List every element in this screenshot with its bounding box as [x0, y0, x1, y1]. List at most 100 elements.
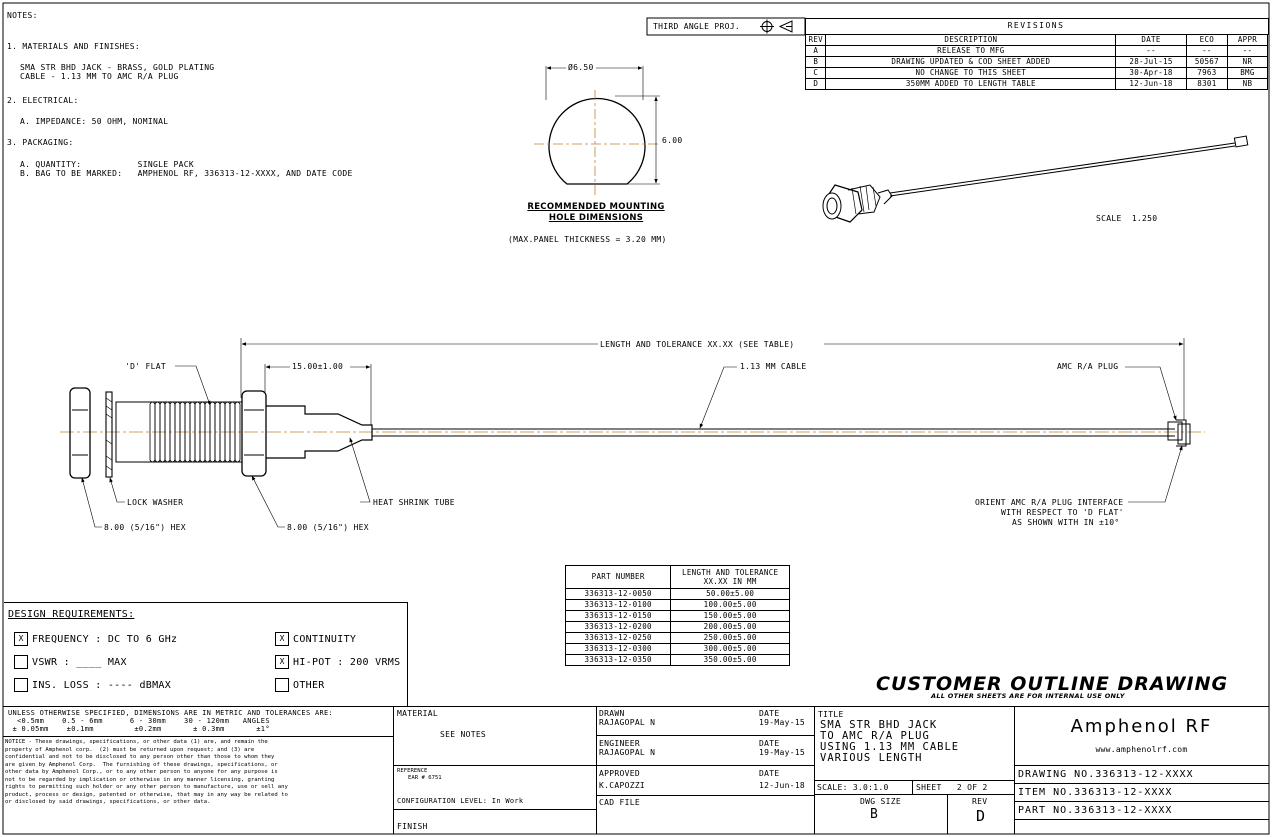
ins-loss-checkbox[interactable]: [14, 678, 28, 692]
engineer-name: RAJAGOPAL N: [599, 748, 656, 757]
company-name: Amphenol RF: [1070, 716, 1213, 737]
rev-value: D: [976, 807, 986, 825]
approved-label: APPROVED: [599, 769, 640, 778]
reference-label: REFERENCE: [397, 768, 428, 774]
cad-file-label: CAD FILE: [599, 798, 640, 807]
vswr-label: VSWR : ____ MAX: [32, 657, 127, 668]
part-table-cell: 336313-12-0250: [564, 632, 672, 644]
notes-heading: NOTES:: [7, 11, 38, 20]
part-table-cell: 336313-12-0100: [564, 599, 672, 611]
part-table-cell: 350.00±5.00: [670, 654, 790, 666]
projection-label: THIRD ANGLE PROJ.: [653, 22, 740, 31]
part-number-table: PART NUMBER LENGTH AND TOLERANCE XX.XX I…: [564, 565, 790, 666]
note-3: 3. PACKAGING:: [7, 138, 74, 147]
drawing-number: DRAWING NO.336313-12-XXXX: [1018, 769, 1194, 780]
continuity-checkbox[interactable]: X: [275, 632, 289, 646]
mount-title-2: HOLE DIMENSIONS: [548, 213, 644, 223]
plug-label: AMC R/A PLUG: [1057, 362, 1119, 371]
hipot-label: HI-POT : 200 VRMS: [293, 657, 401, 668]
title-line: SMA STR BHD JACK: [820, 719, 938, 731]
revisions-cell: --: [1185, 45, 1228, 57]
part-table-cell: 336313-12-0150: [564, 610, 672, 622]
material-value: SEE NOTES: [440, 730, 487, 739]
company-website[interactable]: www.amphenolrf.com: [1095, 745, 1188, 754]
revisions-cell: APPR: [1226, 34, 1269, 46]
customer-outline-sub: ALL OTHER SHEETS ARE FOR INTERNAL USE ON…: [931, 692, 1125, 700]
hex-2-label: 8.00 (5/16") HEX: [287, 523, 369, 532]
part-table-cell: 336313-12-0200: [564, 621, 672, 633]
notice-line: other data by Amphenol Corp., or to any …: [5, 769, 278, 775]
mount-height-label: 6.00: [662, 136, 683, 145]
material-label: MATERIAL: [397, 709, 438, 718]
note-1a: SMA STR BHD JACK - BRASS, GOLD PLATING: [20, 63, 215, 72]
revisions-cell: NB: [1226, 78, 1269, 90]
third-angle-symbol: [760, 19, 793, 34]
revisions-cell: DRAWING UPDATED & COD SHEET ADDED: [825, 56, 1117, 68]
customer-outline-title: CUSTOMER OUTLINE DRAWING: [876, 673, 1229, 695]
other-checkbox[interactable]: [275, 678, 289, 692]
part-table-cell: 200.00±5.00: [670, 621, 790, 633]
revisions-cell: 8301: [1185, 78, 1228, 90]
revisions-cell: 50567: [1185, 56, 1228, 68]
note-2: 2. ELECTRICAL:: [7, 96, 79, 105]
hex-1-label: 8.00 (5/16") HEX: [104, 523, 186, 532]
vswr-checkbox[interactable]: [14, 655, 28, 669]
mounting-hole-view: [534, 66, 660, 196]
revisions-cell: REV: [804, 34, 827, 46]
rev-label: REV: [972, 797, 988, 806]
part-table-cell: 336313-12-0300: [564, 643, 672, 655]
mount-note: (MAX.PANEL THICKNESS = 3.20 MM): [508, 235, 667, 244]
revisions-cell: RELEASE TO MFG: [825, 45, 1117, 57]
revisions-cell: --: [1115, 45, 1187, 57]
part-number: PART NO.336313-12-XXXX: [1018, 805, 1173, 816]
other-label: OTHER: [293, 680, 325, 691]
drawn-name: RAJAGOPAL N: [599, 718, 656, 727]
tolerance-line-3: ± 0.05mm ±0.1mm ±0.2mm ± 0.3mm ±1°: [8, 725, 270, 733]
frequency-label: FREQUENCY : DC TO 6 GHz: [32, 634, 178, 645]
part-table-header-length: LENGTH AND TOLERANCE XX.XX IN MM: [670, 565, 790, 589]
revisions-title: REVISIONS: [1007, 21, 1065, 30]
engineer-date-label: DATE: [759, 739, 780, 748]
revisions-cell: --: [1226, 45, 1269, 57]
note-3a: A. QUANTITY: SINGLE PACK: [20, 160, 194, 169]
drawn-date-label: DATE: [759, 709, 780, 718]
heat-shrink-label: HEAT SHRINK TUBE: [373, 498, 455, 507]
finish-label: FINISH: [397, 822, 428, 831]
revisions-cell: C: [804, 67, 827, 79]
approved-name: K.CAPOZZI: [599, 781, 646, 790]
frequency-checkbox[interactable]: X: [14, 632, 28, 646]
revisions-cell: 7963: [1185, 67, 1228, 79]
sheet-label: SHEET 2 OF 2: [916, 783, 988, 792]
title-line: VARIOUS LENGTH: [820, 752, 923, 764]
revisions-cell: 30-Apr-18: [1115, 67, 1187, 79]
notice-line: product, process or design, patented or …: [5, 791, 288, 798]
mount-dia-label: Ø6.50: [566, 63, 596, 73]
part-table-cell: 336313-12-0050: [564, 588, 672, 600]
approved-date: 12-Jun-18: [759, 781, 806, 790]
drawn-date: 19-May-15: [759, 718, 806, 727]
note-3b: B. BAG TO BE MARKED: AMPHENOL RF, 336313…: [20, 169, 353, 178]
ins-loss-label: INS. LOSS : ---- dBMAX: [32, 680, 172, 691]
notice-line: not to be regarded by implication or oth…: [5, 776, 275, 783]
main-side-view: [60, 338, 1205, 528]
revisions-cell: DATE: [1115, 34, 1187, 46]
cable-label: 1.13 MM CABLE: [740, 362, 807, 371]
title-line: USING 1.13 MM CABLE: [820, 741, 960, 753]
hipot-checkbox[interactable]: X: [275, 655, 289, 669]
revisions-cell: 12-Jun-18: [1115, 78, 1187, 90]
part-table-header-length-1: LENGTH AND TOLERANCE: [682, 568, 779, 577]
mount-title-1: RECOMMENDED MOUNTING: [527, 202, 665, 212]
revisions-cell: 28-Jul-15: [1115, 56, 1187, 68]
orient-line-3: AS SHOWN WITH IN ±10°: [1012, 518, 1120, 527]
title-line: TO AMC R/A PLUG: [820, 730, 930, 742]
